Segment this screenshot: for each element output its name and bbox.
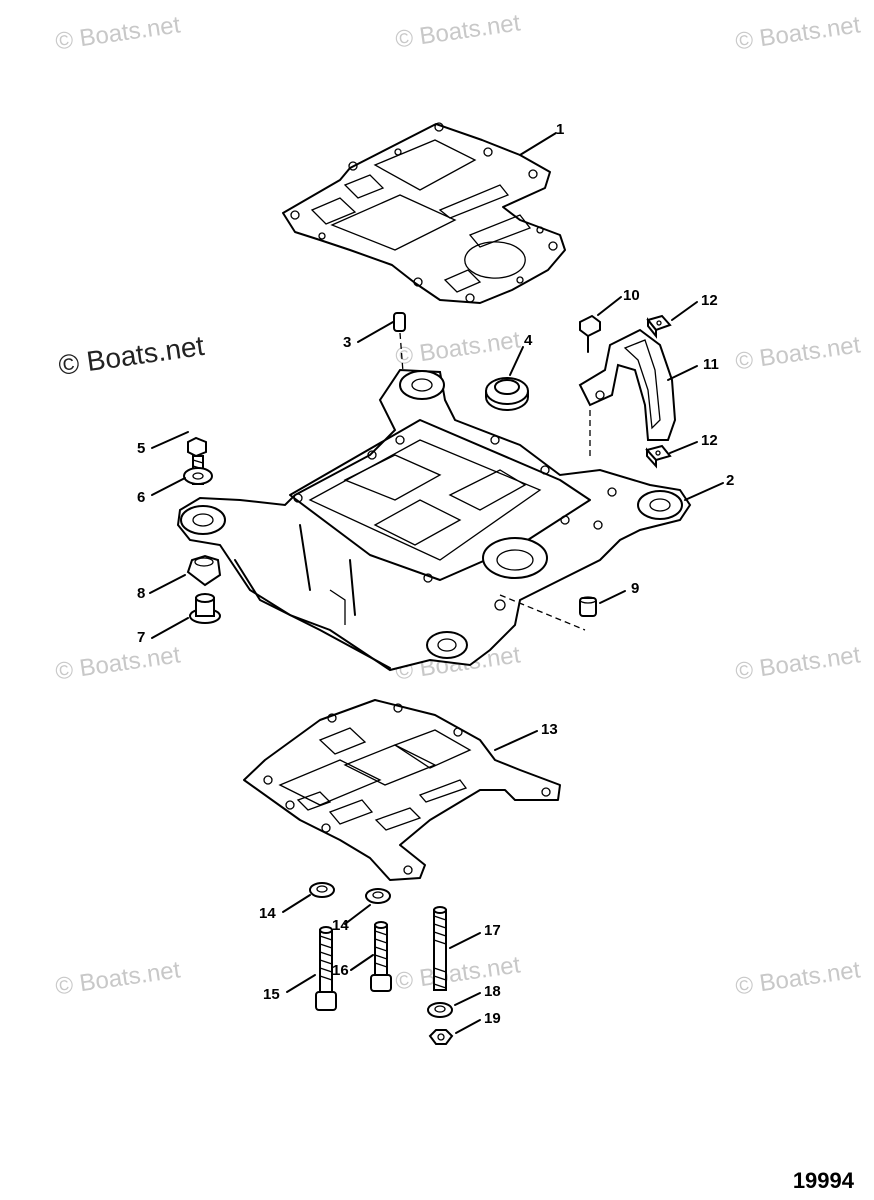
adaptor-plate-part xyxy=(176,368,692,672)
dowel-pin-part xyxy=(393,312,406,373)
callout-12: 12 xyxy=(701,432,718,449)
upper-gasket-part xyxy=(282,122,566,304)
washer-part xyxy=(309,882,335,898)
callout-11: 11 xyxy=(703,356,719,373)
bushing-part xyxy=(189,593,221,624)
callout-13: 13 xyxy=(541,721,558,738)
washer-part xyxy=(427,1002,453,1018)
callout-2: 2 xyxy=(726,472,735,489)
rubber-mount-part xyxy=(186,554,222,587)
callout-4: 4 xyxy=(524,332,533,349)
bracket-part xyxy=(578,328,677,460)
callout-1: 1 xyxy=(556,121,565,138)
leader-lines xyxy=(149,132,724,1034)
stud-part xyxy=(433,906,447,991)
callout-14: 14 xyxy=(259,905,276,922)
oil-seal-part xyxy=(485,377,529,411)
spacer-part xyxy=(579,596,597,617)
callout-7: 7 xyxy=(137,629,146,646)
callout-12: 12 xyxy=(701,292,718,309)
hex-nut-part xyxy=(428,1029,454,1045)
callout-6: 6 xyxy=(137,489,146,506)
callout-9: 9 xyxy=(631,580,640,597)
callout-3: 3 xyxy=(343,334,352,351)
callout-5: 5 xyxy=(137,440,146,457)
callout-15: 15 xyxy=(263,986,280,1003)
screw-part xyxy=(370,921,392,992)
screw-part xyxy=(315,926,337,1011)
callout-14: 14 xyxy=(332,917,349,934)
bolt-part xyxy=(579,314,601,353)
figure-number: 19994 xyxy=(792,1168,854,1193)
callout-17: 17 xyxy=(484,922,501,939)
square-nut-part xyxy=(646,314,672,339)
square-nut-part xyxy=(645,444,672,469)
lower-gasket-part xyxy=(243,699,561,881)
callout-19: 19 xyxy=(484,1010,501,1027)
washer-part xyxy=(183,467,213,485)
callout-8: 8 xyxy=(137,585,146,602)
callout-16: 16 xyxy=(332,962,349,979)
washer-part xyxy=(365,888,391,904)
callout-18: 18 xyxy=(484,983,501,1000)
callout-10: 10 xyxy=(623,287,640,304)
